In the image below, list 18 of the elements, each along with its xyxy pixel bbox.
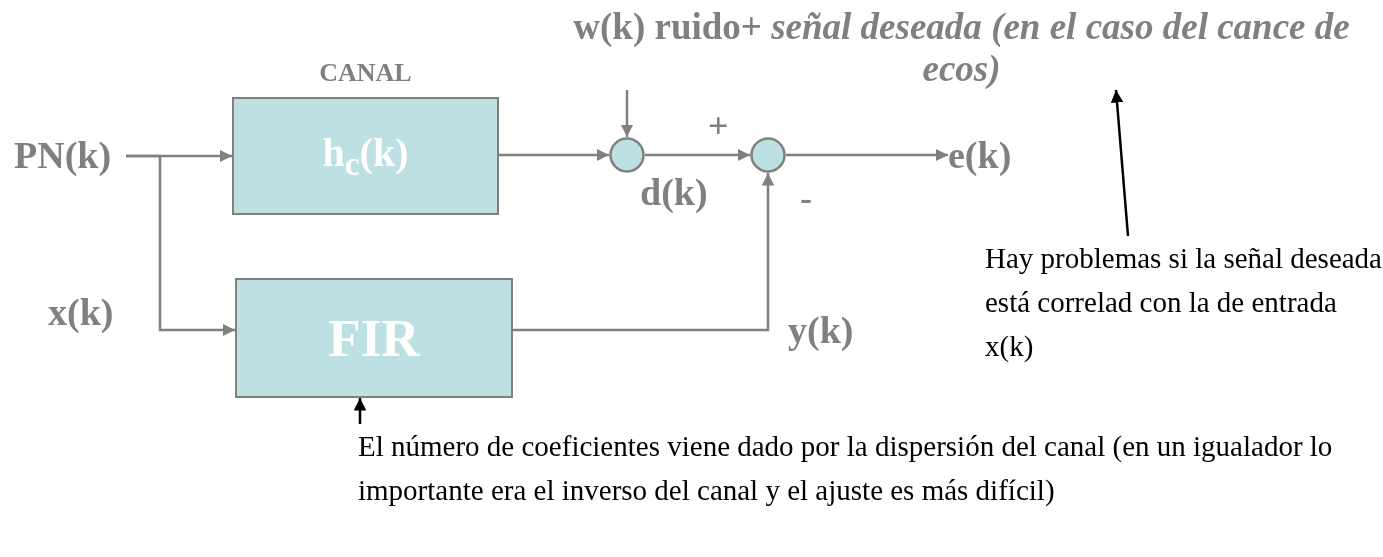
arrow <box>620 90 634 137</box>
block-heading: CANAL <box>318 58 413 88</box>
arrow <box>1110 89 1130 237</box>
sign-label: - <box>800 180 812 216</box>
sign-label: + <box>708 108 729 144</box>
signal-label: w(k) ruido+ señal deseada (en el caso del cance de ecos) <box>540 6 1383 90</box>
note-text: Hay problemas si la señal deseada está correlad con la de entrada x(k) <box>985 236 1383 368</box>
arrow <box>126 154 235 337</box>
note-text: El número de coeficientes viene dado por la dispersión del canal (en un igualador lo importante era el inverso del canal y el ajuste es más difícil) <box>358 424 1383 512</box>
arrow <box>645 148 750 162</box>
arrow <box>786 148 948 162</box>
process-block: h$_{c}$(k) <box>232 97 499 215</box>
signal-label: PN(k) <box>14 135 126 175</box>
arrow <box>499 148 609 162</box>
arrow <box>353 398 367 424</box>
arrow <box>513 173 775 332</box>
process-block: FIR <box>235 278 513 398</box>
signal-label: e(k) <box>948 135 1028 175</box>
